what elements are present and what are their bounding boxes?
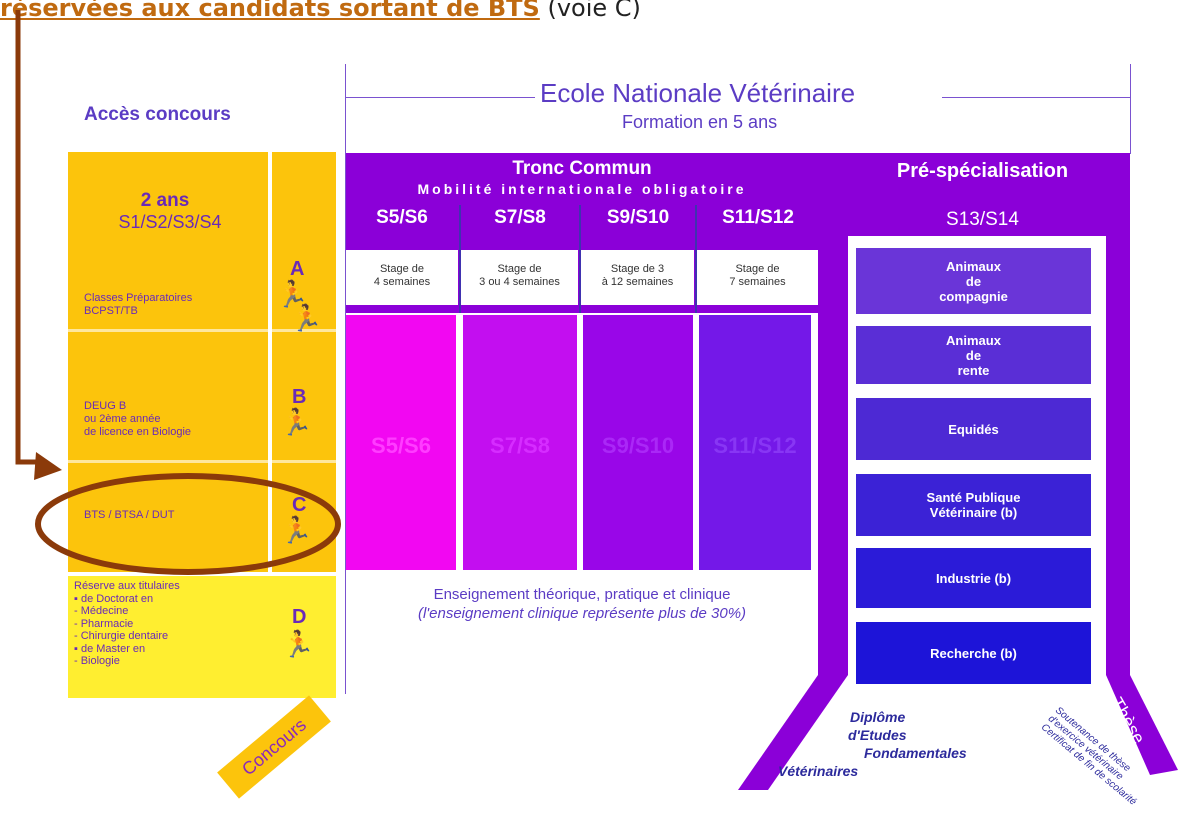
acces-duree: 2 ans bbox=[140, 190, 190, 211]
top-banner: réservées aux candidats sortant de BTS (… bbox=[0, 0, 641, 22]
runners-pair-icon: 🏃 bbox=[280, 515, 313, 545]
voie-b-label: DEUG B ou 2ème année de licence en Biolo… bbox=[84, 400, 192, 438]
arrow-line bbox=[15, 10, 40, 465]
ecole-subtitle: Formation en 5 ans bbox=[622, 112, 778, 132]
ecole-right-border bbox=[1130, 64, 1131, 154]
sem-head-s9s10: S9/S10 bbox=[606, 207, 670, 228]
banner-suffix: (voie C) bbox=[539, 0, 641, 22]
semester-column-s11s12: S11/S12 bbox=[699, 315, 811, 570]
diplome-text: Diplôme d'Etudes Fondamentales Vétérinai… bbox=[778, 709, 967, 779]
voie-a-label: Classes Préparatoires BCPST/TB bbox=[84, 292, 193, 317]
defv-ribbon bbox=[738, 675, 848, 790]
sem-head-s5s6: S5/S6 bbox=[376, 207, 428, 228]
voie-d-letter: D bbox=[292, 606, 307, 628]
voie-c-highlight bbox=[35, 473, 341, 575]
acces-title: Accès concours bbox=[84, 104, 231, 125]
voie-c-letter: C bbox=[292, 494, 307, 516]
ecole-title: Ecole Nationale Vétérinaire bbox=[540, 78, 856, 108]
prespe-title: Pré-spécialisation bbox=[896, 160, 1069, 182]
voie-d-panel bbox=[68, 576, 336, 698]
semester-column-s9s10: S9/S10 bbox=[583, 315, 693, 570]
semester-column-s7s8: S7/S8 bbox=[463, 315, 577, 570]
voie-b-letter: B bbox=[292, 386, 307, 408]
option-equides: Equidés bbox=[856, 398, 1091, 460]
ecole-left-border bbox=[345, 64, 346, 694]
runners-pair-icon: 🏃 bbox=[280, 407, 313, 437]
sem-head-s11s12: S11/S12 bbox=[722, 207, 794, 228]
option-recherche: Recherche (b) bbox=[856, 622, 1091, 684]
acces-semestres: S1/S2/S3/S4 bbox=[118, 212, 222, 232]
these-ribbon bbox=[1106, 675, 1178, 775]
prespe-semestres: S13/S14 bbox=[946, 209, 1019, 230]
tronc-mobilite: Mobilité internationale obligatoire bbox=[417, 181, 747, 197]
enseignement-text: Enseignement théorique, pratique et clin… bbox=[417, 586, 747, 622]
voie-a-letter: A bbox=[290, 258, 305, 280]
sem-head-s7s8: S7/S8 bbox=[494, 207, 546, 228]
prespe-right-rail bbox=[1106, 250, 1130, 675]
semester-column-s5s6: S5/S6 bbox=[346, 315, 456, 570]
voie-d-label: Réserve aux titulaires ▪ de Doctorat en … bbox=[74, 580, 180, 667]
prespe-left-rail bbox=[818, 250, 848, 675]
tronc-title: Tronc Commun bbox=[512, 158, 652, 179]
arrow-head bbox=[34, 452, 62, 480]
runners-group-icon: 🏃🏃 bbox=[276, 279, 323, 333]
option-industrie: Industrie (b) bbox=[856, 548, 1091, 608]
purple-header bbox=[346, 153, 1130, 250]
voie-c-label: BTS / BTSA / DUT bbox=[84, 509, 175, 521]
runner-single-icon: 🏃 bbox=[282, 629, 315, 659]
acces-panel bbox=[68, 152, 268, 572]
banner-highlight: réservées aux candidats sortant de BTS bbox=[0, 0, 540, 22]
